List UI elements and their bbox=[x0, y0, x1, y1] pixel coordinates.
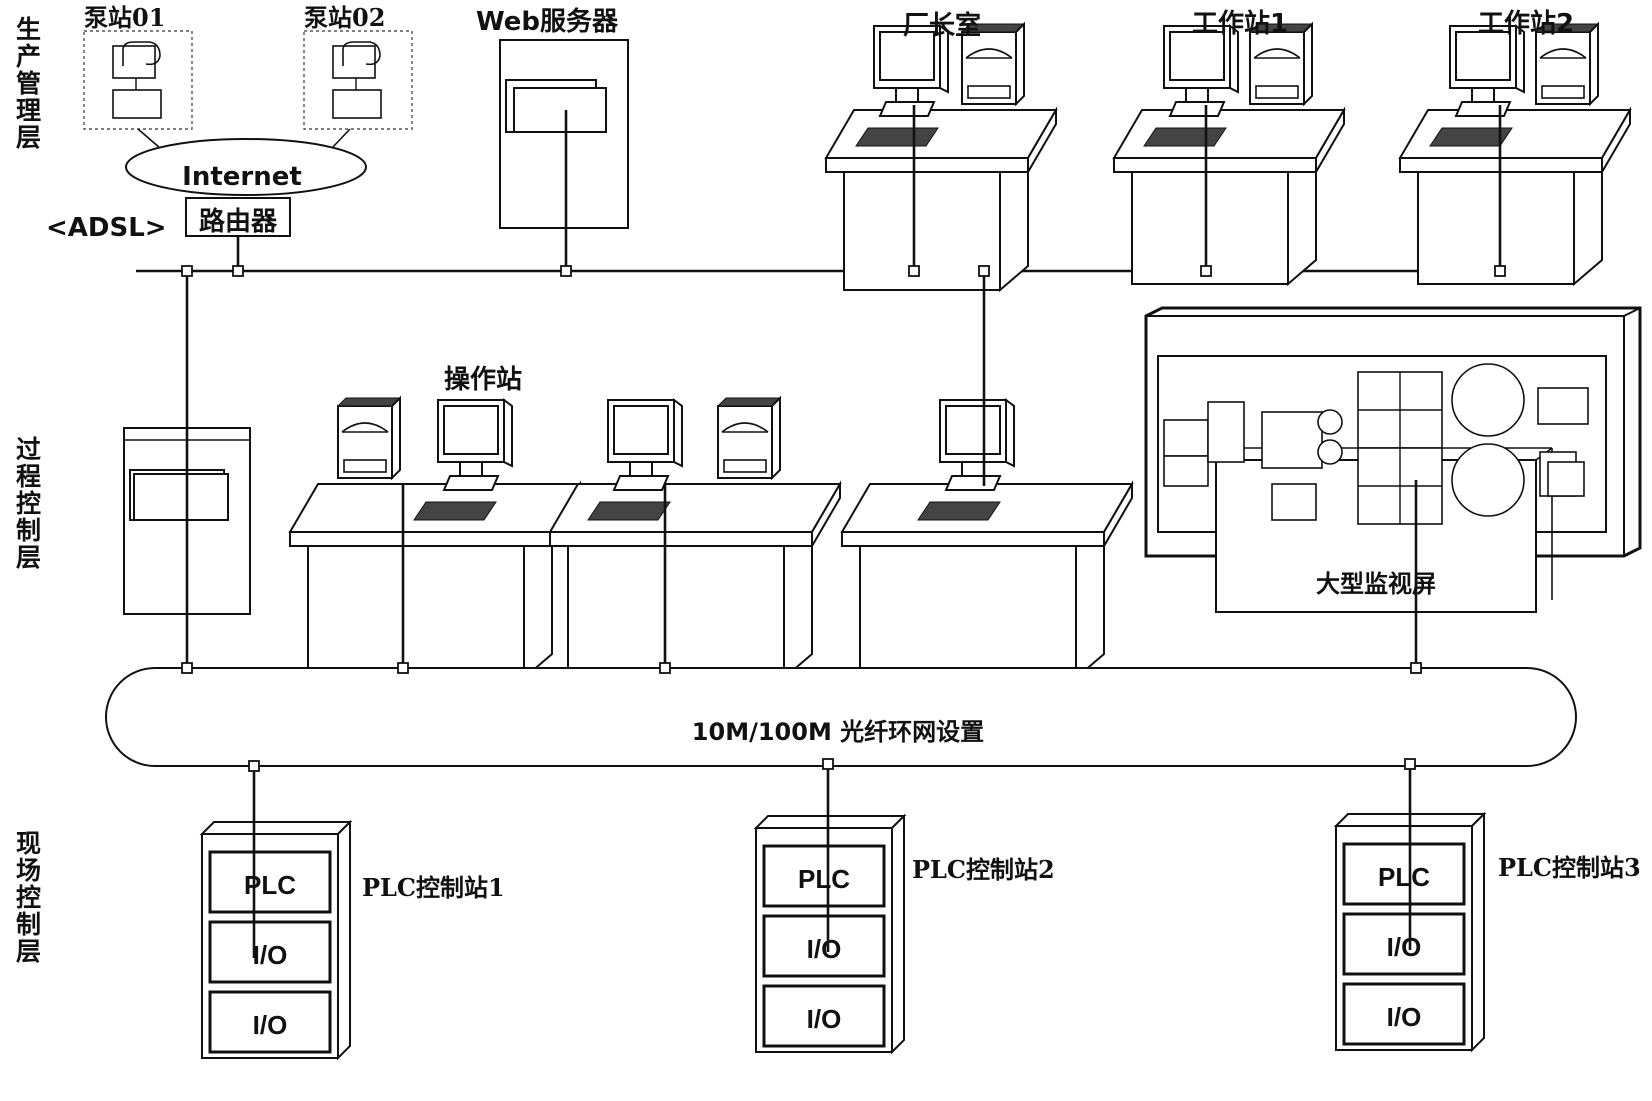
internet-label: Internet bbox=[182, 162, 302, 192]
bus-node-web-server bbox=[560, 265, 572, 277]
bus-node-router bbox=[232, 265, 244, 277]
ring-node-operator-1 bbox=[397, 662, 409, 674]
keyboard-icon bbox=[855, 127, 939, 147]
layer-label-process: 过程控制层 bbox=[16, 435, 41, 572]
pump-station-01 bbox=[83, 30, 193, 130]
keyboard-icon bbox=[587, 501, 671, 521]
fiber-ring bbox=[105, 667, 1577, 767]
plc-module-label: PLC bbox=[798, 864, 850, 894]
bus-node-workstation2 bbox=[1494, 265, 1506, 277]
pump-station-01-screen-icon bbox=[112, 45, 156, 79]
layer-label-production: 生产管理层 bbox=[16, 15, 41, 152]
operator-station-label: 操作站 bbox=[444, 365, 522, 395]
adsl-label: <ADSL> bbox=[46, 213, 167, 243]
io-module-2-label: I/O bbox=[253, 1010, 288, 1040]
layer-production-text: 生产管理层 bbox=[16, 15, 41, 152]
bus-node-process-downlink bbox=[978, 265, 990, 277]
operator-desk-2 bbox=[548, 395, 842, 681]
io-module-1 bbox=[208, 920, 332, 984]
plc-module-label: PLC bbox=[244, 870, 296, 900]
management-bus-nodes bbox=[181, 265, 1506, 277]
io-module-2-label: I/O bbox=[1387, 1002, 1422, 1032]
workstation1-label: 工作站1 bbox=[1192, 9, 1288, 39]
io-module-1-label: I/O bbox=[807, 934, 842, 964]
pump-station-02-screen-icon bbox=[332, 45, 376, 79]
ring-node-plc1 bbox=[248, 760, 260, 772]
bus-node-router-downlink bbox=[181, 265, 193, 277]
workstation2-desk bbox=[1398, 21, 1632, 287]
layer-label-field: 现场控制层 bbox=[16, 829, 41, 966]
plc-station-3-label: PLC控制站3 bbox=[1498, 853, 1641, 882]
pump-station-01-base-icon bbox=[112, 89, 162, 119]
router-label: 路由器 bbox=[199, 206, 278, 237]
keyboard-icon bbox=[413, 501, 497, 521]
pump-station-01-label: 泵站01 bbox=[84, 3, 165, 32]
pump2-internet-link bbox=[331, 128, 351, 149]
plc-station-1-cabinet: PLC I/O I/O bbox=[199, 819, 353, 1061]
plc-module bbox=[208, 850, 332, 914]
ring-node-plc3 bbox=[1404, 758, 1416, 770]
io-module-1-label: I/O bbox=[1387, 932, 1422, 962]
plc-station-3-cabinet: PLC I/O I/O bbox=[1333, 811, 1487, 1053]
bus-node-workstation1 bbox=[1200, 265, 1212, 277]
ring-node-operator-2 bbox=[659, 662, 671, 674]
plc-station-2-label: PLC控制站2 bbox=[912, 855, 1055, 884]
pump-station-02-label: 泵站02 bbox=[304, 3, 385, 32]
big-monitoring-screen bbox=[1144, 306, 1642, 613]
plc-module-label: PLC bbox=[1378, 862, 1430, 892]
io-module-2-label: I/O bbox=[807, 1004, 842, 1034]
internet-cloud bbox=[125, 138, 367, 196]
ring-node-process-cabinet bbox=[181, 662, 193, 674]
workstation1-desk bbox=[1112, 21, 1346, 287]
web-server-label: Web服务器 bbox=[476, 7, 619, 37]
ring-node-plc2 bbox=[822, 758, 834, 770]
plc-module bbox=[762, 844, 886, 908]
director-desk bbox=[824, 21, 1058, 293]
io-module-1 bbox=[1342, 912, 1466, 976]
layer-process-text: 过程控制层 bbox=[16, 435, 41, 572]
bus-node-director bbox=[908, 265, 920, 277]
pump1-internet-link bbox=[137, 128, 161, 149]
director-label: 厂长室 bbox=[903, 10, 981, 41]
workstation2-label: 工作站2 bbox=[1478, 9, 1574, 39]
io-module-2 bbox=[762, 984, 886, 1048]
plc-station-1-label: PLC控制站1 bbox=[362, 873, 505, 902]
plc-station-2-cabinet: PLC I/O I/O bbox=[753, 813, 907, 1055]
keyboard-icon bbox=[1429, 127, 1513, 147]
big-screen-label: 大型监视屏 bbox=[1316, 570, 1436, 598]
io-module-2 bbox=[208, 990, 332, 1054]
io-module-2 bbox=[1342, 982, 1466, 1046]
keyboard-icon bbox=[917, 501, 1001, 521]
io-module-1 bbox=[762, 914, 886, 978]
io-module-1-label: I/O bbox=[253, 940, 288, 970]
keyboard-icon bbox=[1143, 127, 1227, 147]
fiber-ring-nodes bbox=[181, 662, 1422, 772]
fiber-ring-label: 10M/100M 光纤环网设置 bbox=[692, 718, 984, 746]
operator-desk-1 bbox=[288, 395, 582, 681]
layer-field-text: 现场控制层 bbox=[16, 829, 41, 966]
web-server bbox=[499, 39, 629, 229]
plc-module bbox=[1342, 842, 1466, 906]
web-server-cabinet bbox=[499, 39, 629, 229]
pump-station-02-base-icon bbox=[332, 89, 382, 119]
ring-node-big-screen bbox=[1410, 662, 1422, 674]
pump-station-02 bbox=[303, 30, 413, 130]
